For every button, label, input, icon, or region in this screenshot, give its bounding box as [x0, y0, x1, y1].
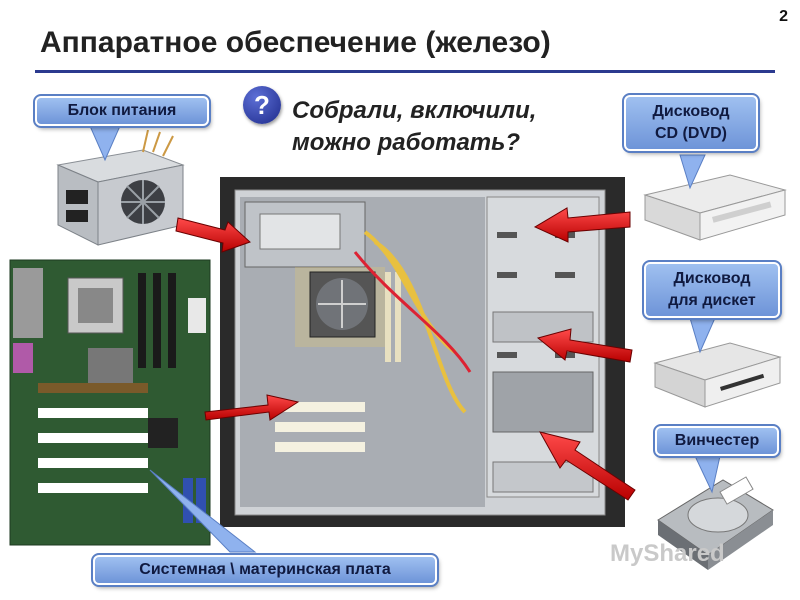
arrow-cd-drive	[533, 207, 631, 243]
floppy-drive-label-line1: Дисковод	[673, 270, 751, 287]
page-number: 2	[779, 8, 788, 25]
motherboard-label-text: Системная \ материнская плата	[139, 561, 391, 578]
hdd-label: Винчестер	[653, 424, 781, 458]
motherboard-label: Системная \ материнская плата	[91, 553, 439, 587]
question-line2: можно работать?	[292, 129, 521, 156]
hdd-label-text: Винчестер	[674, 432, 760, 449]
arrow-floppy-drive	[536, 328, 633, 363]
cd-drive-image	[643, 174, 787, 241]
floppy-drive-image	[653, 342, 782, 408]
arrow-power-supply	[175, 217, 251, 253]
question-line1: Собрали, включили,	[292, 97, 537, 124]
question-text: Собрали, включили, можно работать?	[292, 95, 536, 159]
power-supply-label-text: Блок питания	[67, 102, 177, 119]
watermark-logo: MyShared	[610, 540, 725, 567]
arrow-motherboard	[204, 394, 300, 421]
floppy-drive-label-line2: для дискет	[668, 292, 756, 309]
floppy-drive-label: Дисковод для дискет	[642, 260, 782, 320]
cd-drive-label-line2: CD (DVD)	[655, 125, 727, 142]
question-icon: ?	[243, 86, 281, 124]
hdd-image	[657, 476, 774, 570]
power-supply-label: Блок питания	[33, 94, 211, 128]
title-underline	[35, 70, 775, 73]
cd-drive-label: Дисковод CD (DVD)	[622, 93, 760, 153]
cd-drive-label-line1: Дисковод	[652, 103, 730, 120]
arrow-hdd	[539, 431, 636, 501]
power-supply-image	[56, 130, 185, 246]
page-title: Аппаратное обеспечение (железо)	[40, 26, 551, 59]
motherboard-image	[9, 259, 211, 546]
